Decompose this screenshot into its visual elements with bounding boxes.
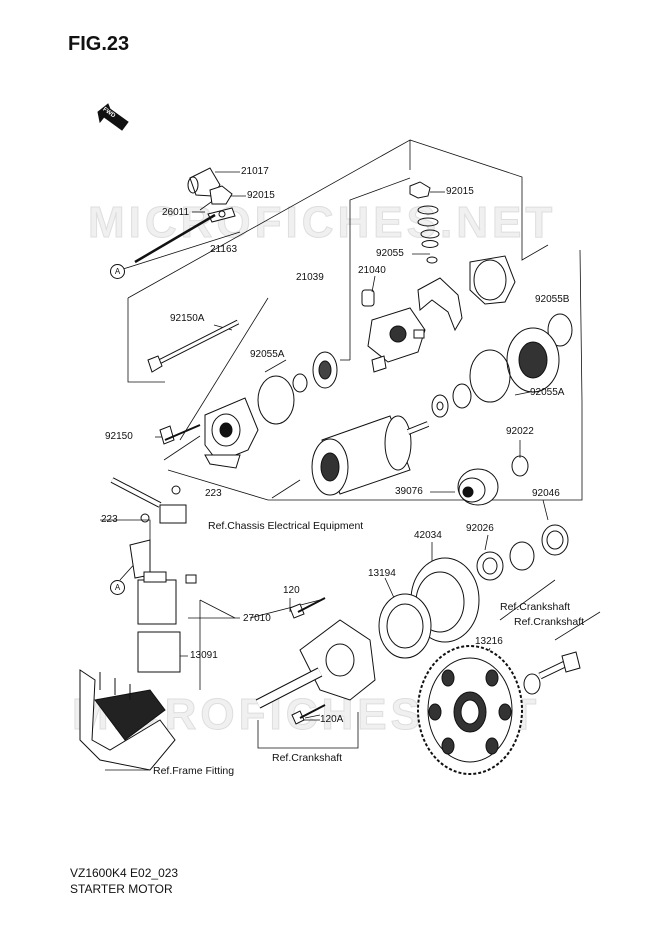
needle-bearing	[476, 524, 569, 581]
idler-gear	[457, 455, 529, 506]
part-label-120A: 120A	[320, 714, 344, 725]
ref-label-frame-fitting: Ref.Frame Fitting	[153, 765, 235, 777]
part-label-27010: 27010	[243, 613, 271, 624]
rear-cover	[159, 351, 338, 469]
part-label-21040: 21040	[358, 265, 386, 276]
ref-label-crankshaft-3: Ref.Crankshaft	[272, 752, 343, 764]
part-label-21039: 21039	[296, 272, 324, 283]
long-bolt	[147, 319, 240, 373]
ref-label-crankshaft-2: Ref.Crankshaft	[514, 616, 585, 628]
part-label-13194: 13194	[368, 568, 396, 579]
part-label-92026: 92026	[466, 523, 494, 534]
footer-diagram-name: STARTER MOTOR	[70, 882, 173, 896]
part-label-223-lower: 223	[101, 514, 118, 525]
motor-yoke	[311, 415, 430, 496]
part-label-92015-right: 92015	[446, 186, 474, 197]
relay-bracket	[79, 477, 197, 771]
terminal-cap	[134, 167, 236, 264]
footer-diagram-code: VZ1600K4 E02_023	[70, 866, 179, 880]
part-label-92055B: 92055B	[535, 294, 570, 305]
starter-clutch	[255, 557, 480, 725]
part-label-92055A-left: 92055A	[250, 349, 285, 360]
fwd-arrow-icon	[97, 103, 129, 131]
ref-label-chassis-electrical: Ref.Chassis Electrical Equipment	[208, 520, 364, 532]
group-outline-lines	[100, 139, 601, 771]
ref-label-crankshaft-1: Ref.Crankshaft	[500, 601, 571, 613]
figure-title: FIG.23	[68, 33, 130, 55]
part-label-39076: 39076	[395, 486, 423, 497]
part-label-92022: 92022	[506, 426, 534, 437]
brush-plate	[361, 277, 463, 373]
part-label-21163: 21163	[210, 244, 238, 255]
part-label-92150: 92150	[105, 431, 133, 442]
part-label-21017: 21017	[241, 166, 269, 177]
part-label-120: 120	[283, 585, 300, 596]
part-label-223-upper: 223	[205, 488, 222, 499]
starter-ring-gear	[417, 645, 523, 775]
part-label-26011: 26011	[162, 207, 190, 218]
washer-stack	[409, 181, 440, 264]
part-label-92046: 92046	[532, 488, 560, 499]
front-cover	[431, 255, 573, 418]
part-label-13091: 13091	[190, 650, 218, 661]
part-label-92055: 92055	[376, 248, 404, 259]
part-label-92055A-right: 92055A	[530, 387, 565, 398]
part-label-92015-left: 92015	[247, 190, 275, 201]
ref-marker-a-top: A	[110, 264, 125, 279]
ref-marker-a-bottom: A	[110, 580, 125, 595]
part-label-42034: 42034	[414, 530, 442, 541]
watermark-top: MICROFICHES.NET	[87, 198, 557, 248]
part-label-92150A: 92150A	[170, 313, 205, 324]
gear-bolt	[523, 651, 581, 695]
part-label-13216: 13216	[475, 636, 503, 647]
